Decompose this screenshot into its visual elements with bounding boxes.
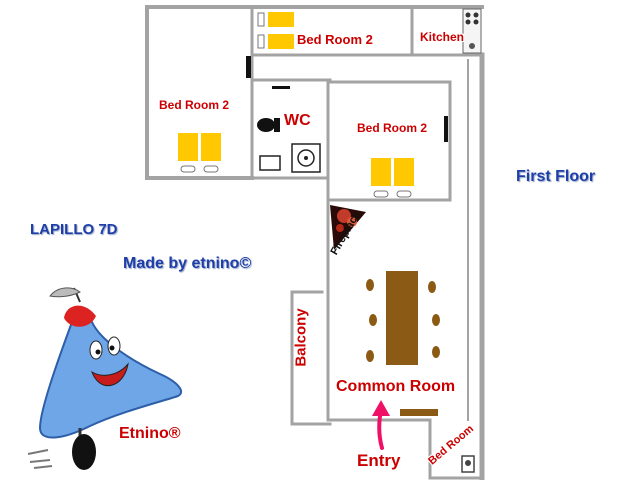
door-mark xyxy=(246,56,251,78)
label-project-name: LAPILLO 7D xyxy=(30,221,118,238)
label-bedroom-top: Bed Room 2 xyxy=(297,32,373,47)
door-mark xyxy=(444,116,448,142)
label-entry: Entry xyxy=(357,451,401,470)
label-common-room: Common Room xyxy=(336,378,456,395)
label-mascot-name: Etnino® xyxy=(119,425,181,442)
small-bed-icon xyxy=(461,455,475,473)
door-mark xyxy=(272,86,290,89)
chairs xyxy=(366,279,440,362)
shower-icon xyxy=(291,143,321,173)
entry-arrow-icon xyxy=(372,400,390,450)
bed-left xyxy=(178,133,221,173)
label-balcony: Balcony xyxy=(292,308,310,367)
dining-table xyxy=(386,271,418,365)
label-kitchen: Kitchen xyxy=(420,30,465,44)
mascot-etnino xyxy=(27,287,183,470)
bed-middle xyxy=(371,158,414,198)
toilet-icon xyxy=(257,118,280,132)
bed-top xyxy=(257,12,294,49)
door-mark xyxy=(400,409,438,416)
label-wc: WC xyxy=(284,112,311,129)
stove xyxy=(462,8,482,54)
label-bedroom-left: Bed Room 2 xyxy=(159,98,230,112)
fireplace-icon xyxy=(330,205,366,250)
label-bedroom-middle: Bed Room 2 xyxy=(357,121,428,135)
label-first-floor: First Floor xyxy=(516,168,596,185)
sink-icon xyxy=(259,155,281,171)
label-made-by: Made by etnino© xyxy=(123,255,252,272)
doors xyxy=(246,56,448,416)
